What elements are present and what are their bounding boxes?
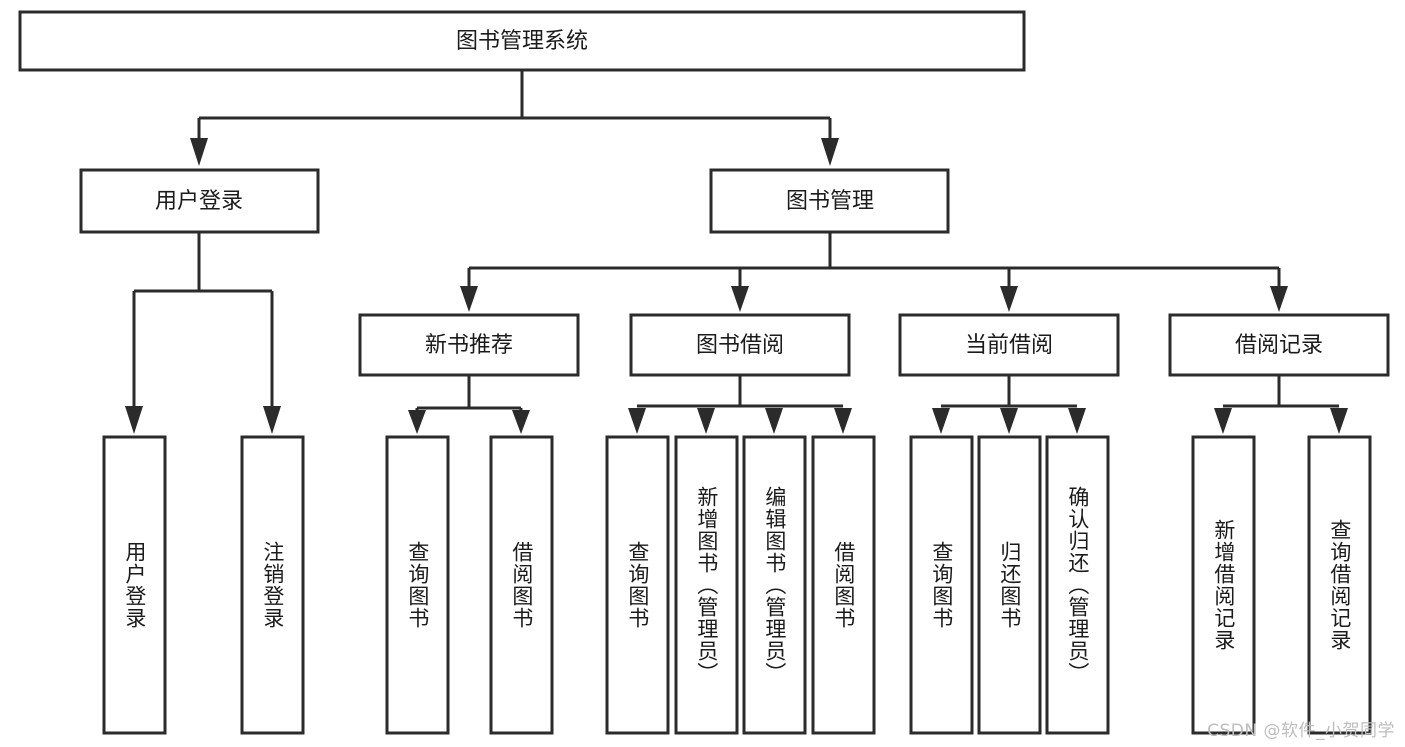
leaf-box-book-borrow-2[interactable] <box>674 435 739 735</box>
leaf-box-book-borrow-3[interactable] <box>742 435 807 735</box>
node-user-login[interactable]: 用户登录 <box>79 168 320 234</box>
connectors-book-manage-to-level3 <box>460 232 1288 312</box>
connectors-root-to-level2 <box>190 70 839 166</box>
node-user-login-box[interactable] <box>79 168 320 234</box>
leaf-book-borrow-group <box>605 435 876 735</box>
arrow-head-new-book <box>460 286 478 312</box>
node-new-book-recommend[interactable]: 新书推荐 <box>358 313 580 377</box>
node-new-book-recommend-box[interactable] <box>358 313 580 377</box>
node-borrow-record-box[interactable] <box>1168 313 1390 377</box>
connectors-book-borrow-to-leaves <box>628 375 852 434</box>
arrow-head-user-login <box>190 138 208 166</box>
arrow-head-borrow-record-leaf2 <box>1330 408 1348 434</box>
node-borrow-record[interactable]: 借阅记录 <box>1168 313 1390 377</box>
leaf-current-borrow-group <box>909 435 1110 735</box>
node-borrow-record-label: 借阅记录 <box>1235 333 1323 358</box>
leaf-box-book-borrow-1[interactable] <box>605 435 670 735</box>
leaf-new-book-group <box>385 435 554 735</box>
leaf-box-current-borrow-2[interactable] <box>977 435 1042 735</box>
leaf-borrow-record-group <box>1191 435 1372 735</box>
node-book-borrow[interactable]: 图书借阅 <box>629 313 851 377</box>
leaf-box-current-borrow-3[interactable] <box>1045 435 1110 735</box>
arrow-head-book-manage <box>821 138 839 166</box>
leaf-box-book-borrow-4[interactable] <box>811 435 876 735</box>
csdn-watermark: CSDN @软件_小贺同学 <box>1207 721 1395 741</box>
node-root-box[interactable] <box>18 10 1026 72</box>
arrow-head-borrow-record-leaf1 <box>1214 408 1232 434</box>
node-book-manage-label: 图书管理 <box>786 189 874 214</box>
node-current-borrow-label: 当前借阅 <box>965 333 1053 358</box>
arrow-head-current-borrow-leaf3 <box>1068 408 1086 434</box>
leaf-box-new-book-1[interactable] <box>385 435 450 735</box>
connectors-user-login-to-leaves <box>125 232 281 434</box>
arrow-head-new-book-leaf2 <box>512 410 530 434</box>
arrow-head-current-borrow-leaf1 <box>932 408 950 434</box>
arrow-head-borrow-record <box>1270 286 1288 312</box>
arrow-head-new-book-leaf1 <box>408 410 426 434</box>
leaf-box-borrow-record-1[interactable] <box>1191 435 1256 735</box>
connectors-new-book-to-leaves <box>408 375 530 434</box>
node-book-borrow-label: 图书借阅 <box>696 333 784 358</box>
node-new-book-recommend-label: 新书推荐 <box>425 333 513 358</box>
node-book-manage[interactable]: 图书管理 <box>709 168 950 234</box>
node-user-login-label: 用户登录 <box>155 189 243 214</box>
connectors-borrow-record-to-leaves <box>1214 375 1348 434</box>
arrow-head-book-borrow-leaf3 <box>765 408 783 434</box>
leaf-box-user-login-1[interactable] <box>102 435 167 735</box>
arrow-head-user-login-leaf1 <box>125 406 143 434</box>
node-root-label: 图书管理系统 <box>456 29 588 54</box>
arrow-head-book-borrow-leaf2 <box>697 408 715 434</box>
node-current-borrow[interactable]: 当前借阅 <box>898 313 1120 377</box>
connectors-current-borrow-to-leaves <box>932 375 1086 434</box>
arrow-head-book-borrow-leaf1 <box>628 408 646 434</box>
leaf-user-login-group <box>102 435 305 735</box>
leaf-box-user-login-2[interactable] <box>240 435 305 735</box>
leaf-box-borrow-record-2[interactable] <box>1307 435 1372 735</box>
node-root[interactable]: 图书管理系统 <box>18 10 1026 72</box>
node-current-borrow-box[interactable] <box>898 313 1120 377</box>
arrow-head-book-borrow <box>731 286 749 312</box>
node-book-manage-box[interactable] <box>709 168 950 234</box>
node-book-borrow-box[interactable] <box>629 313 851 377</box>
leaf-box-current-borrow-1[interactable] <box>909 435 974 735</box>
leaf-box-new-book-2[interactable] <box>489 435 554 735</box>
arrow-head-book-borrow-leaf4 <box>834 408 852 434</box>
arrow-head-user-login-leaf2 <box>263 406 281 434</box>
arrow-head-current-borrow-leaf2 <box>1000 408 1018 434</box>
arrow-head-current-borrow <box>1000 286 1018 312</box>
